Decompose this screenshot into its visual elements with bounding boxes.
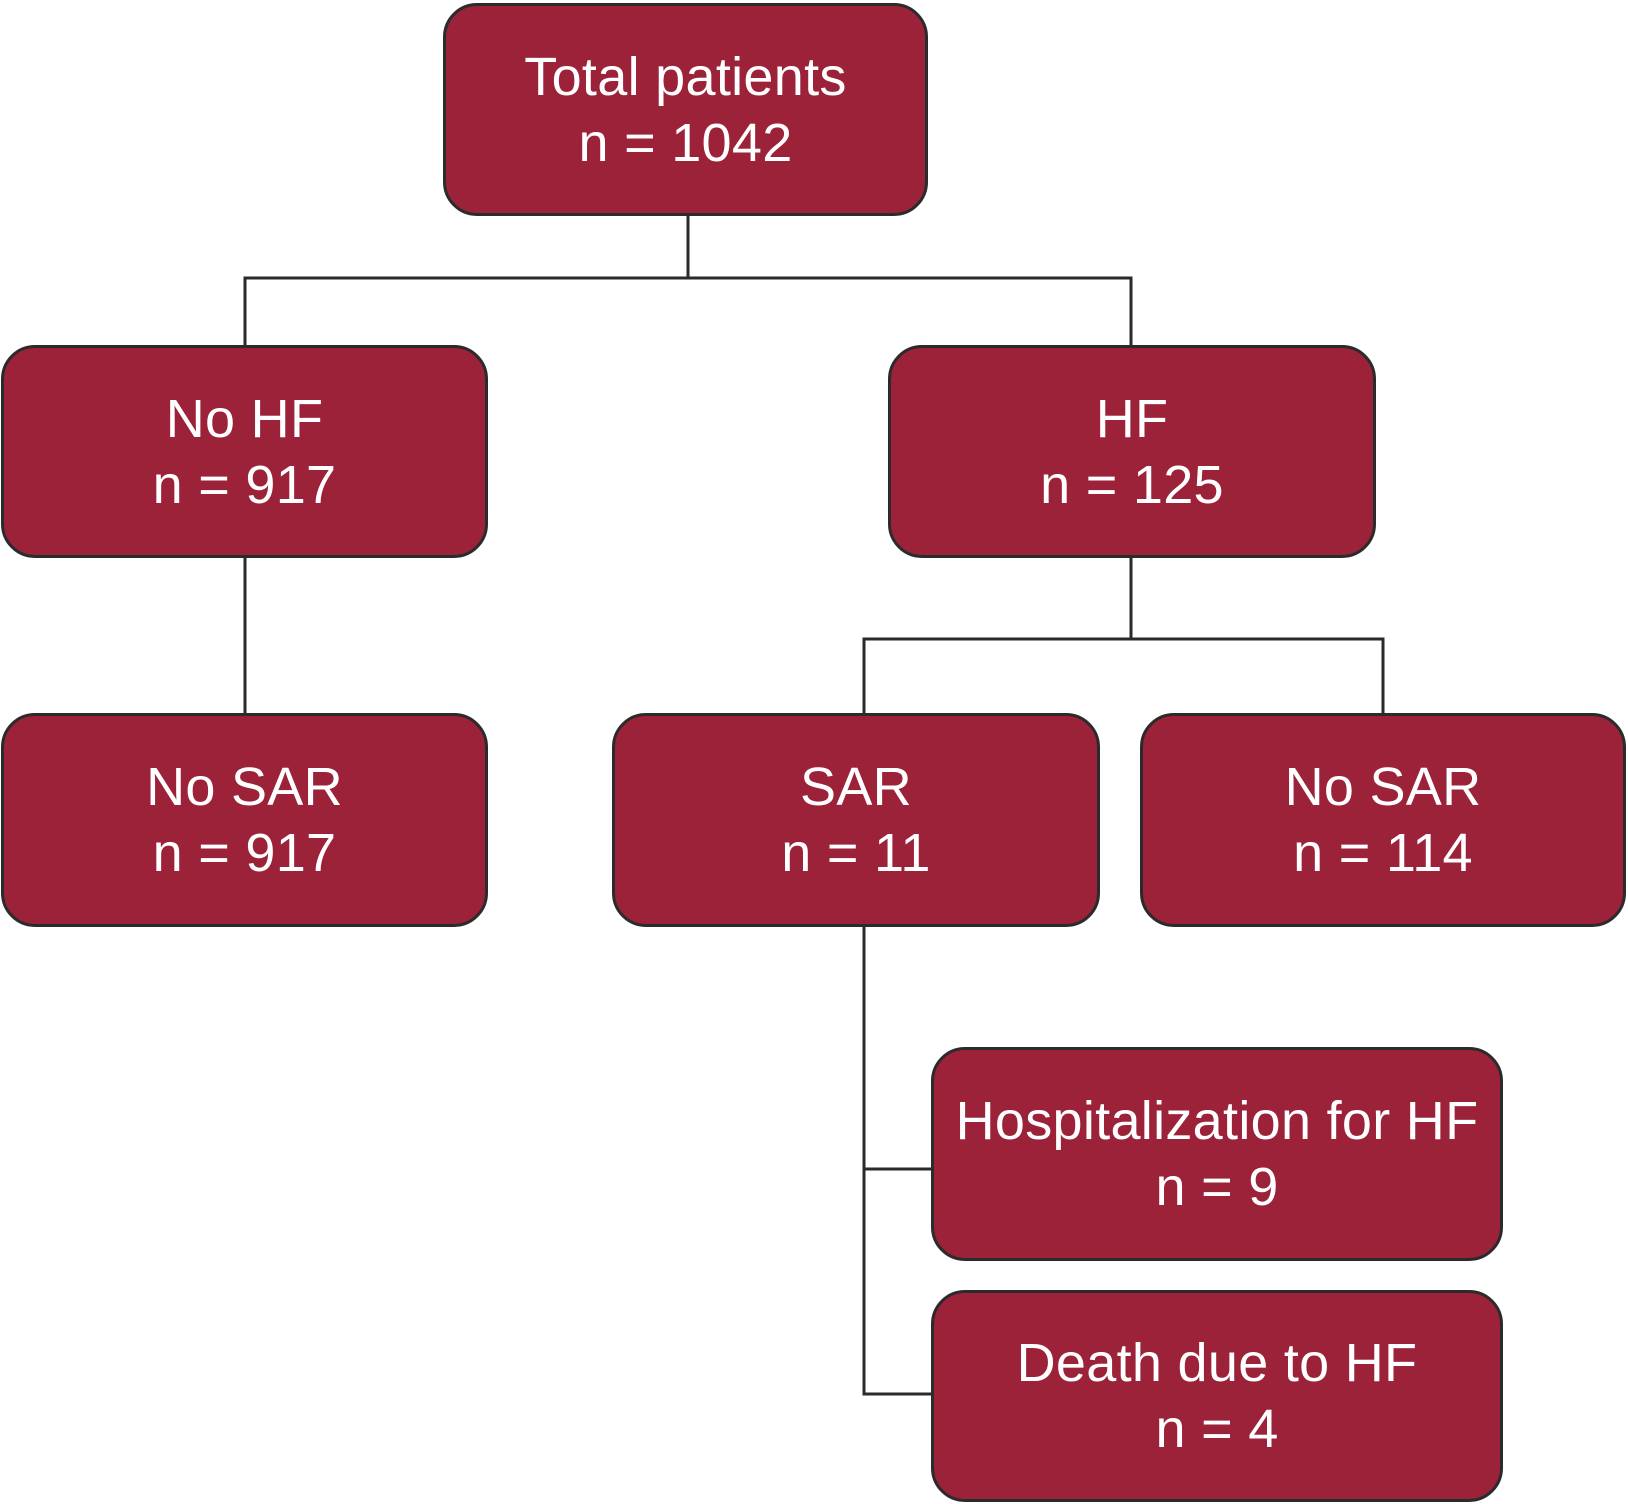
node-count: n = 125 <box>1040 454 1224 515</box>
node-no-hf: No HF n = 917 <box>1 345 488 558</box>
node-hospitalization-for-hf: Hospitalization for HF n = 9 <box>931 1047 1503 1261</box>
node-count: n = 114 <box>1293 823 1473 883</box>
node-label: HF <box>1095 388 1169 449</box>
node-no-sar-no-hf: No SAR n = 917 <box>1 713 488 927</box>
node-count: n = 1042 <box>578 112 793 173</box>
node-count: n = 11 <box>781 823 931 883</box>
node-label: SAR <box>800 757 912 817</box>
node-count: n = 9 <box>1155 1157 1279 1217</box>
node-label: Hospitalization for HF <box>955 1091 1479 1151</box>
node-label: No SAR <box>1284 757 1482 817</box>
node-label: Death due to HF <box>1016 1333 1418 1393</box>
node-death-due-to-hf: Death due to HF n = 4 <box>931 1290 1503 1502</box>
node-sar: SAR n = 11 <box>612 713 1100 927</box>
node-count: n = 917 <box>152 454 337 515</box>
node-label: No SAR <box>146 757 343 817</box>
node-count: n = 917 <box>152 823 337 883</box>
node-label: No HF <box>165 388 324 449</box>
node-count: n = 4 <box>1155 1399 1279 1459</box>
node-label: Total patients <box>524 46 847 107</box>
node-hf: HF n = 125 <box>888 345 1376 558</box>
node-total-patients: Total patients n = 1042 <box>443 3 928 216</box>
node-no-sar-hf: No SAR n = 114 <box>1140 713 1626 927</box>
